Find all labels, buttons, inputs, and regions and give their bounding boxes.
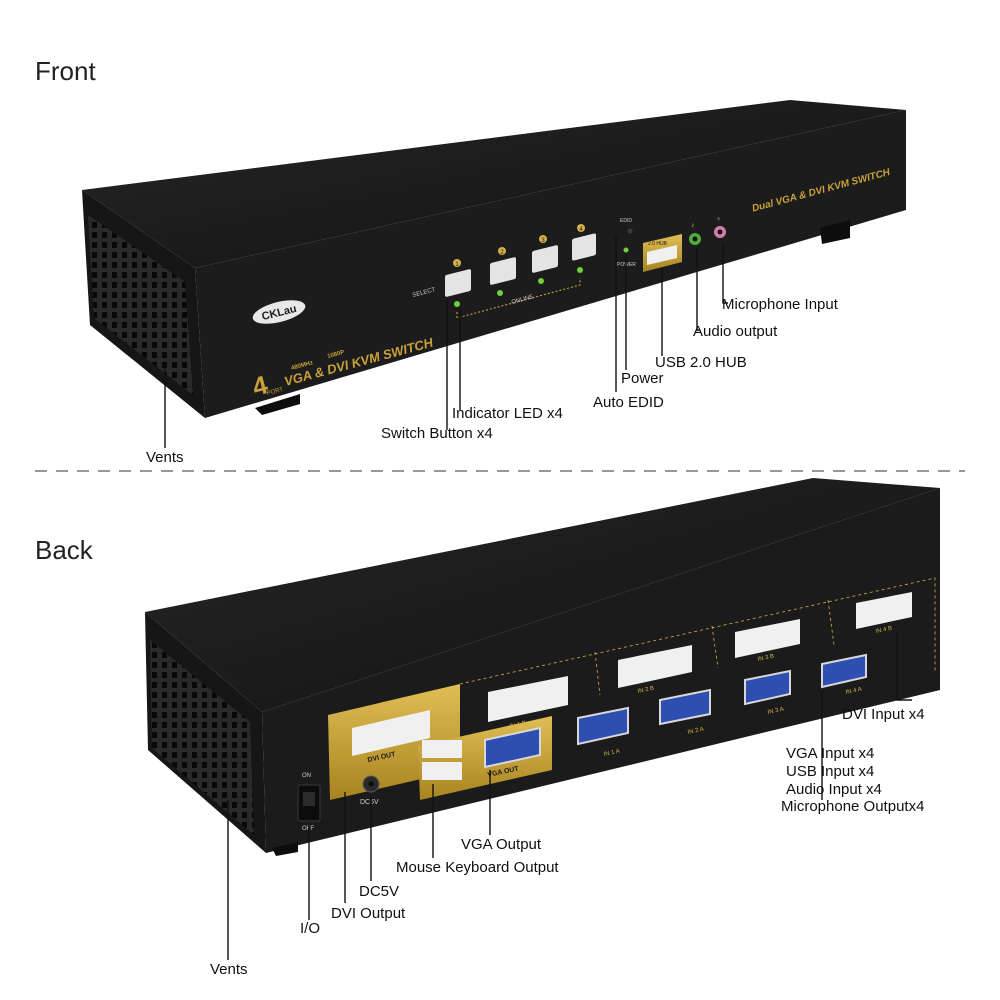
usb-output-port-2[interactable] <box>422 762 462 780</box>
callout-back-vents: Vents <box>210 961 248 978</box>
button-number-badge-3 <box>539 235 547 243</box>
indicator-led-2 <box>497 290 503 296</box>
front-device: CKLau 4 PORT VGA & DVI KVM SWITCH 480MHz… <box>82 100 906 418</box>
in-3-a-label: IN 3 A <box>767 707 784 716</box>
dvi-output-port[interactable] <box>352 710 430 756</box>
front-foot-right <box>820 220 850 244</box>
off-label: OFF <box>302 826 314 832</box>
hub-label: 2.0 HUB <box>648 241 668 247</box>
in-2-a-label: IN 2 A <box>687 727 704 736</box>
online-bracket <box>456 278 581 319</box>
callout-power: Power <box>621 370 664 387</box>
in-1-a-label: IN 1 A <box>603 749 620 758</box>
usb-output-port-1[interactable] <box>422 740 462 758</box>
in-3-b-label: IN 3 B <box>757 654 775 663</box>
back-top-panel <box>145 478 940 712</box>
line-microphone-input <box>722 244 728 304</box>
button-number-2: 2 <box>500 250 504 256</box>
callout-vga-input: VGA Input x4 <box>786 745 875 762</box>
vga-input-port-1[interactable] <box>577 706 629 746</box>
front-section-title: Front <box>35 56 96 86</box>
line-dvi-input <box>896 632 912 701</box>
on-label: ON <box>302 773 311 779</box>
mic-jack-hole <box>717 229 723 235</box>
dvi-input-port-4[interactable] <box>856 592 912 629</box>
callout-auto-edid: Auto EDID <box>593 394 664 411</box>
callout-dvi-input: DVI Input x4 <box>842 706 925 723</box>
online-label: ONLINE <box>511 294 534 306</box>
back-section-title: Back <box>35 535 93 565</box>
in-1-b-label: IN 1 B <box>509 721 527 730</box>
in-4-b-label: IN 4 B <box>875 626 893 635</box>
front-left-vents <box>88 215 193 395</box>
front-foot-left <box>255 394 300 415</box>
callout-vga-output: VGA Output <box>461 836 542 853</box>
back-device: DVI OUT VGA OUT IN 1 B IN 1 A IN 2 B IN … <box>145 478 940 856</box>
indicator-led-4 <box>577 267 583 273</box>
button-number-3: 3 <box>541 238 545 244</box>
vga-output-port[interactable] <box>484 726 541 769</box>
speaker-icon: ♪ <box>691 222 695 229</box>
power-led <box>623 247 629 253</box>
callout-audio-output: Audio output <box>693 323 778 340</box>
callout-audio-input: Audio Input x4 <box>786 781 882 798</box>
indicator-led-3 <box>538 278 544 284</box>
port-word-text: PORT <box>266 387 284 397</box>
in-4-a-label: IN 4 A <box>845 687 862 696</box>
res-badge-2: 1080P <box>327 350 345 360</box>
callout-io: I/O <box>300 920 321 937</box>
zone-divider-3 <box>827 599 835 646</box>
dvi-input-port-1[interactable] <box>488 676 568 722</box>
switch-button-2[interactable] <box>490 257 516 285</box>
vga-input-port-4[interactable] <box>821 653 867 689</box>
dc-label: DC5V <box>360 799 379 806</box>
back-callout-lines <box>227 632 912 960</box>
switch-button-1[interactable] <box>445 269 471 297</box>
callout-switch-button: Switch Button x4 <box>381 425 493 442</box>
zone-divider-1 <box>594 651 601 696</box>
dvi-input-port-3[interactable] <box>735 619 800 658</box>
front-callout-lines <box>164 236 728 448</box>
button-number-badge-1 <box>453 259 461 267</box>
input-zone-outline <box>459 577 936 685</box>
back-foot-left <box>272 842 298 856</box>
dc-jack-hole <box>368 781 374 787</box>
line-audio-output <box>696 248 700 331</box>
power-switch-rocker[interactable] <box>303 792 315 806</box>
vga-input-port-2[interactable] <box>659 688 711 726</box>
edid-label: EDID <box>620 218 632 224</box>
dvi-input-port-2[interactable] <box>618 645 692 688</box>
front-top-panel <box>82 100 906 268</box>
callout-usb-input: USB Input x4 <box>786 763 875 780</box>
callout-microphone-input: Microphone Input <box>722 296 838 313</box>
res-badge-1: 480MHz <box>291 360 314 372</box>
switch-button-3[interactable] <box>532 245 558 273</box>
microphone-icon: ♀ <box>716 216 721 223</box>
button-number-4: 4 <box>579 227 583 233</box>
callout-dvi-output: DVI Output <box>331 905 406 922</box>
indicator-led-1 <box>454 301 460 307</box>
callout-mouse-keyboard-output: Mouse Keyboard Output <box>396 859 559 876</box>
back-left-vents <box>150 640 254 835</box>
usb-port-front[interactable] <box>647 245 677 265</box>
vga-input-port-3[interactable] <box>744 669 791 706</box>
button-number-1: 1 <box>455 262 459 268</box>
callout-indicator-led: Indicator LED x4 <box>452 405 563 422</box>
in-2-b-label: IN 2 B <box>637 686 655 695</box>
button-number-badge-2 <box>498 247 506 255</box>
edid-button[interactable] <box>627 228 633 234</box>
zone-divider-2 <box>711 625 719 669</box>
select-label: SELECT <box>412 287 436 299</box>
callout-microphone-output: Microphone Outputx4 <box>781 798 925 815</box>
audio-jack-hole <box>692 236 698 242</box>
callout-dc5v: DC5V <box>359 883 400 900</box>
switch-button-4[interactable] <box>572 233 596 261</box>
callout-front-vents: Vents <box>146 449 184 466</box>
callout-usb-hub: USB 2.0 HUB <box>655 354 747 371</box>
button-number-badge-4 <box>577 224 585 232</box>
brand-badge <box>252 300 306 324</box>
